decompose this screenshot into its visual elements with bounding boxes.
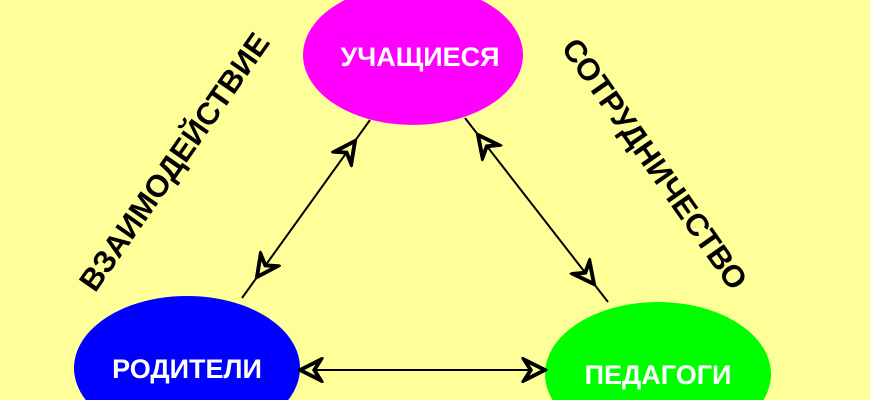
arrow-students-teachers <box>464 117 609 303</box>
arrow-parents-students <box>241 119 371 299</box>
students-node <box>302 0 523 125</box>
parents-node <box>73 295 300 400</box>
teachers-node <box>545 302 771 400</box>
interaction-label: ВЗАИМОДЕЙСТВИЕ <box>71 26 276 298</box>
cooperation-label: СОТРУДНИЧЕСТВО <box>555 32 755 296</box>
students-label: УЧАЩИЕСЯ <box>340 42 499 72</box>
parents-label: РОДИТЕЛИ <box>112 354 262 384</box>
teachers-label: ПЕДАГОГИ <box>585 360 732 390</box>
